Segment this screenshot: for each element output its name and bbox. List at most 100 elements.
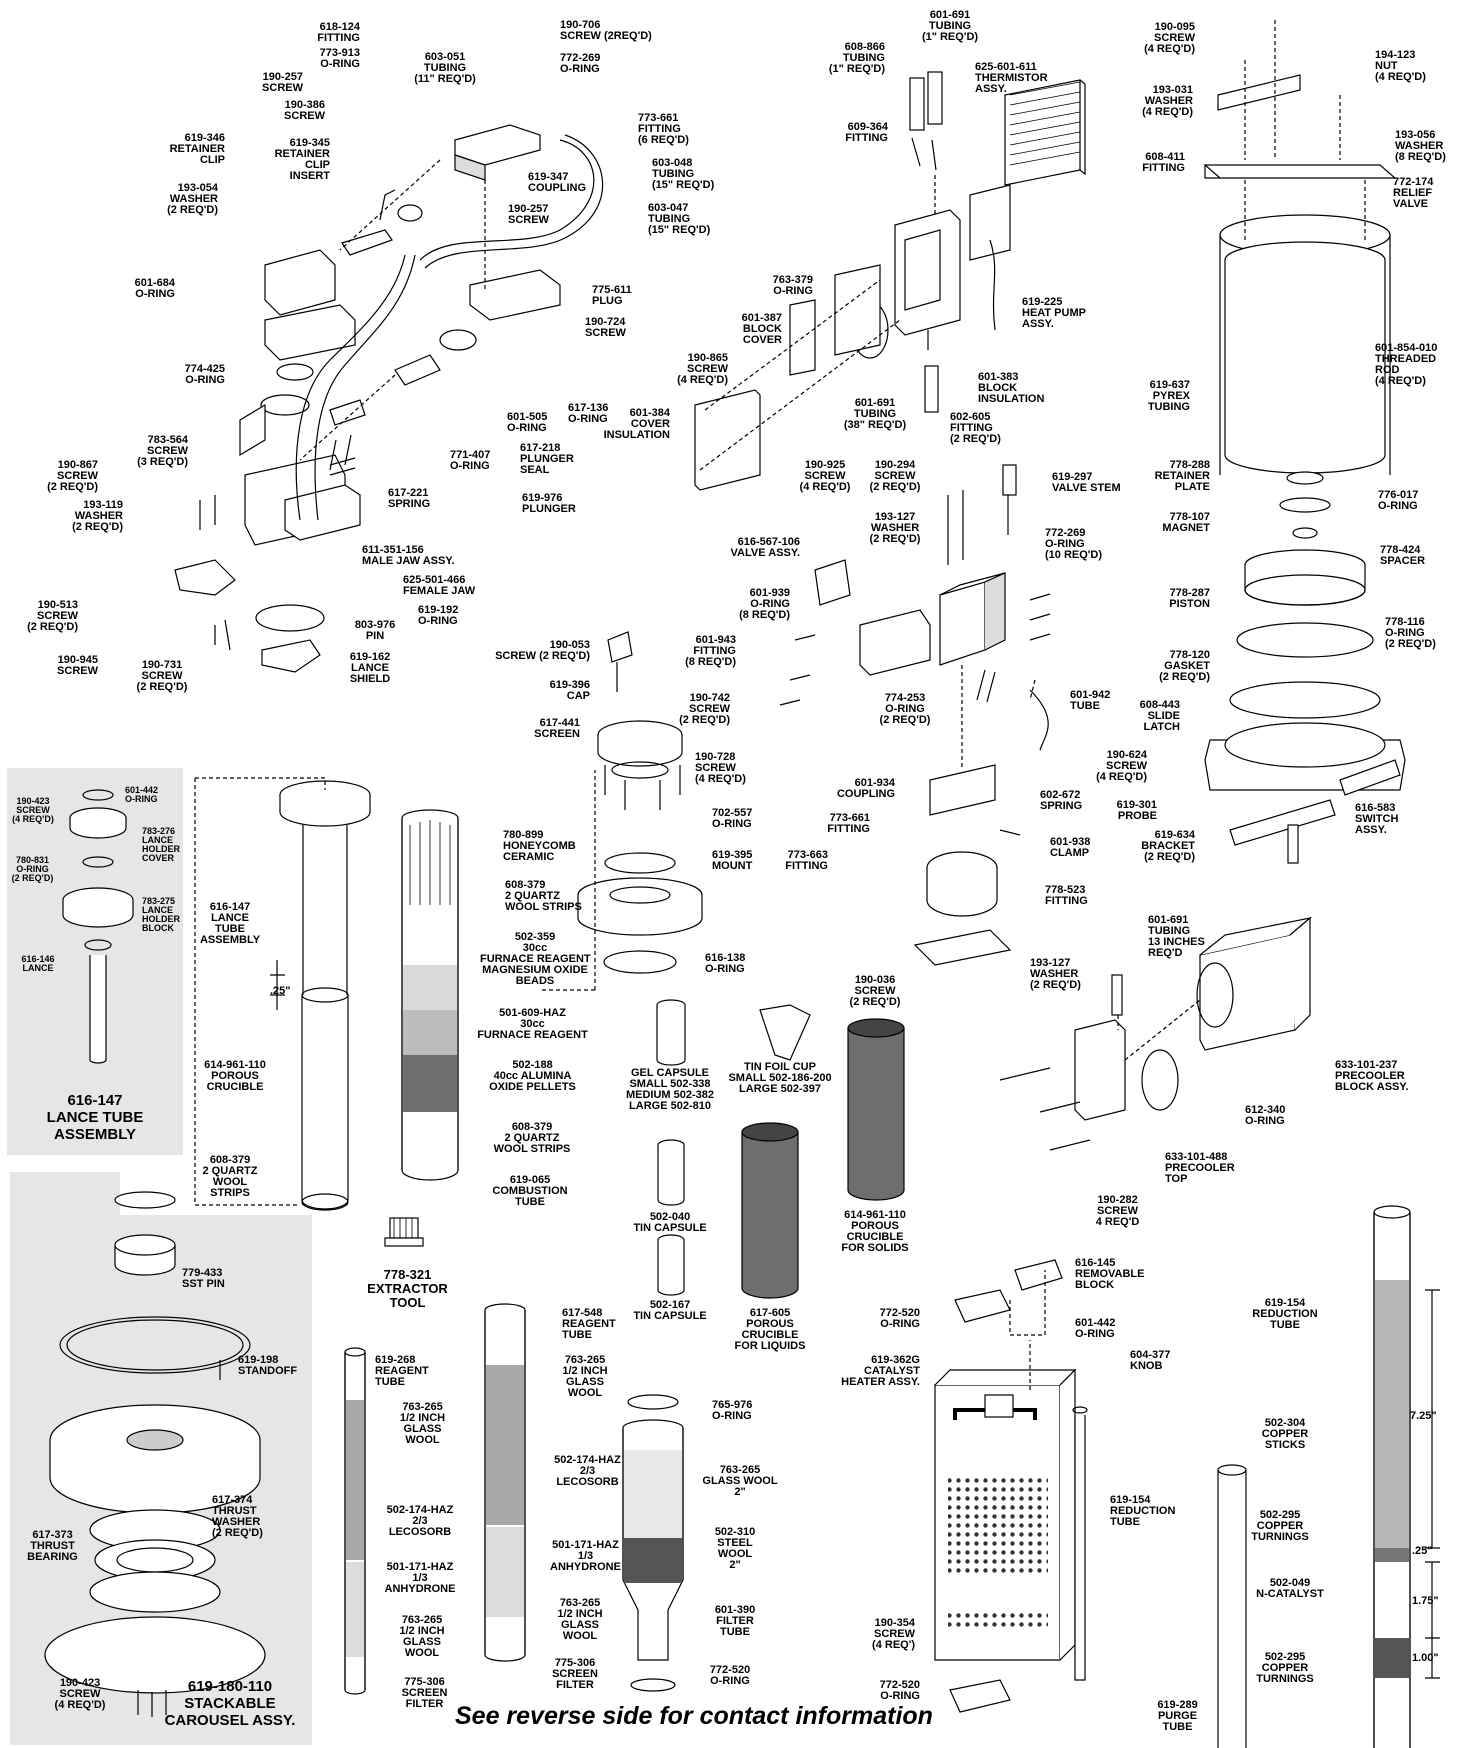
label-601-691c: 601-691 TUBING 13 INCHES REQ'D [1148, 914, 1205, 959]
label-601-390: 601-390 FILTER TUBE [714, 1604, 756, 1638]
label-501-171b: 501-171-HAZ 1/3 ANHYDRONE [550, 1539, 621, 1573]
label-619-347: 619-347 COUPLING [528, 171, 587, 194]
label-783-275: 783-275 LANCE HOLDER BLOCK [142, 896, 180, 933]
heat-pump-assembly [694, 71, 1086, 491]
label-601-505: 601-505 O-RING [507, 411, 548, 434]
label-502-167: 502-167 TIN CAPSULE [633, 1299, 707, 1322]
label-778-287: 778-287 PISTON [1169, 587, 1210, 610]
label-190-624: 190-624 SCREW (4 REQ'D) [1096, 749, 1147, 783]
title-616-147-lance-tube: 616-147 LANCE TUBE ASSEMBLY [46, 1092, 144, 1143]
dim-1-00: 1.00" [1412, 1652, 1439, 1664]
label-763-265b: 763-265 1/2 INCH GLASS WOOL [399, 1614, 445, 1659]
label-190-865: 190-865 SCREW (4 REQ'D) [677, 352, 728, 386]
label-193-127b: 193-127 WASHER (2 REQ'D) [1030, 957, 1081, 991]
label-778-107: 778-107 MAGNET [1162, 511, 1210, 534]
label-619-289: 619-289 PURGE TUBE [1157, 1699, 1198, 1733]
label-190-867: 190-867 SCREW (2 REQ'D) [47, 459, 98, 493]
label-633-101-488: 633-101-488 PRECOOLER TOP [1165, 1151, 1235, 1185]
label-625-501: 625-501-466 FEMALE JAW [403, 574, 476, 597]
label-190-095: 190-095 SCREW (4 REQ'D) [1144, 21, 1195, 55]
cold-trap-dashed-lines [1244, 20, 1366, 240]
reagent-tube-small [344, 1347, 366, 1695]
reagent-tube-large [484, 1303, 526, 1662]
label-608-379c: 608-379 2 QUARTZ WOOL STRIPS [202, 1154, 258, 1199]
label-619-634: 619-634 BRACKET (2 REQ'D) [1141, 829, 1195, 863]
label-772-174: 772-174 RELIEF VALVE [1393, 176, 1434, 210]
label-190-724: 190-724 SCREW [585, 316, 626, 339]
label-502-188: 502-188 40cc ALUMINA OXIDE PELLETS [489, 1059, 576, 1093]
dim-lance-25: .25" [270, 985, 291, 997]
label-601-939: 601-939 O-RING (8 REQ'D) [739, 587, 790, 621]
label-601-387: 601-387 BLOCK COVER [741, 312, 782, 346]
label-779-433: 779-433 SST PIN [182, 1267, 225, 1290]
label-601-442b: 601-442 O-RING [1075, 1317, 1116, 1340]
mount-dashed-lines [540, 770, 596, 991]
label-775-306a: 775-306 SCREEN FILTER [401, 1676, 448, 1710]
label-601-442a: 601-442 O-RING [125, 785, 159, 804]
label-194-123: 194-123 NUT (4 REQ'D) [1375, 49, 1426, 83]
label-193-056: 193-056 WASHER (8 REQ'D) [1395, 129, 1446, 163]
label-608-379a: 608-379 2 QUARTZ WOOL STRIPS [505, 879, 582, 913]
label-tin-foil-cup: TIN FOIL CUP SMALL 502-186-200 LARGE 502… [728, 1061, 832, 1095]
dim-reduction-25: .25" [1412, 1545, 1433, 1557]
reduction-tube-right [1373, 1205, 1411, 1748]
label-780-899: 780-899 HONEYCOMB CERAMIC [503, 829, 576, 863]
label-602-672: 602-672 SPRING [1040, 789, 1083, 812]
label-502-174a: 502-174-HAZ 2/3 LECOSORB [386, 1504, 454, 1538]
label-616-583: 616-583 SWITCH ASSY. [1355, 802, 1399, 836]
label-601-383: 601-383 BLOCK INSULATION [978, 371, 1045, 405]
label-190-053: 190-053 SCREW (2 REQ'D) [495, 639, 590, 662]
label-773-661b: 773-661 FITTING [827, 812, 870, 835]
label-775-306b: 775-306 SCREEN FILTER [552, 1657, 598, 1691]
dim-1-75: 1.75" [1412, 1595, 1439, 1607]
label-619-162: 619-162 LANCE SHIELD [349, 651, 391, 685]
label-190-257a: 190-257 SCREW [262, 71, 303, 94]
filter-tube [622, 1394, 684, 1692]
label-772-520c: 772-520 O-RING [709, 1664, 751, 1687]
label-783-564: 783-564 SCREW (3 REQ'D) [137, 434, 188, 468]
label-601-854: 601-854-010 THREADED ROD (4 REQ'D) [1375, 342, 1438, 387]
label-702-557: 702-557 O-RING [712, 807, 753, 830]
label-772-520b: 772-520 O-RING [879, 1679, 920, 1702]
label-774-425: 774-425 O-RING [184, 363, 225, 386]
label-601-943: 601-943 FITTING (8 REQ'D) [685, 634, 736, 668]
label-763-379: 763-379 O-RING [772, 274, 813, 297]
label-604-377: 604-377 KNOB [1130, 1349, 1171, 1372]
lance-dashed-lines [299, 159, 486, 461]
label-616-146: 616-146 LANCE [21, 954, 55, 973]
label-603-047: 603-047 TUBING (15" REQ'D) [648, 202, 711, 236]
lance-jaw-assembly [174, 124, 604, 673]
label-601-938: 601-938 CLAMP [1050, 836, 1091, 859]
label-190-354: 190-354 SCREW (4 REQ') [872, 1617, 915, 1651]
label-763-265e: 763-265 GLASS WOOL 2" [702, 1464, 778, 1498]
label-778-523: 778-523 FITTING [1045, 884, 1088, 907]
dimension-lines [270, 960, 1440, 1679]
label-190-513: 190-513 SCREW (2 REQ'D) [27, 599, 78, 633]
label-601-684: 601-684 O-RING [134, 277, 175, 300]
label-601-384: 601-384 COVER INSULATION [603, 407, 670, 441]
label-190-386: 190-386 SCREW [284, 99, 325, 122]
dim-7-25: 7.25" [1410, 1410, 1437, 1422]
label-502-304: 502-304 COPPER STICKS [1261, 1417, 1309, 1451]
label-774-253: 774-253 O-RING (2 REQ'D) [879, 692, 931, 726]
label-619-297: 619-297 VALVE STEM [1052, 471, 1121, 494]
label-190-731: 190-731 SCREW (2 REQ'D) [136, 659, 188, 693]
label-765-976: 765-976 O-RING [712, 1399, 753, 1422]
label-190-423a: 190-423 SCREW (4 REQ'D) [12, 796, 54, 824]
label-773-663: 773-663 FITTING [785, 849, 828, 872]
carousel-inset-art [44, 1191, 266, 1717]
lance-box-dashed [194, 777, 326, 1206]
label-603-048: 603-048 TUBING (15" REQ'D) [652, 157, 715, 191]
lance-holder-inset-art [62, 789, 134, 1064]
label-773-913: 773-913 O-RING [319, 47, 360, 70]
label-772-269: 772-269 O-RING [560, 52, 601, 75]
catalyst-heater-assy [934, 1259, 1088, 1713]
label-502-295a: 502-295 COPPER TURNINGS [1251, 1509, 1309, 1543]
label-775-611: 775-611 PLUG [592, 284, 632, 307]
label-616-145: 616-145 REMOVABLE BLOCK [1075, 1257, 1145, 1291]
label-619-192: 619-192 O-RING [418, 604, 459, 627]
label-616-138: 616-138 O-RING [705, 952, 746, 975]
label-502-040: 502-040 TIN CAPSULE [633, 1211, 707, 1234]
valve-assembly [779, 464, 1051, 966]
